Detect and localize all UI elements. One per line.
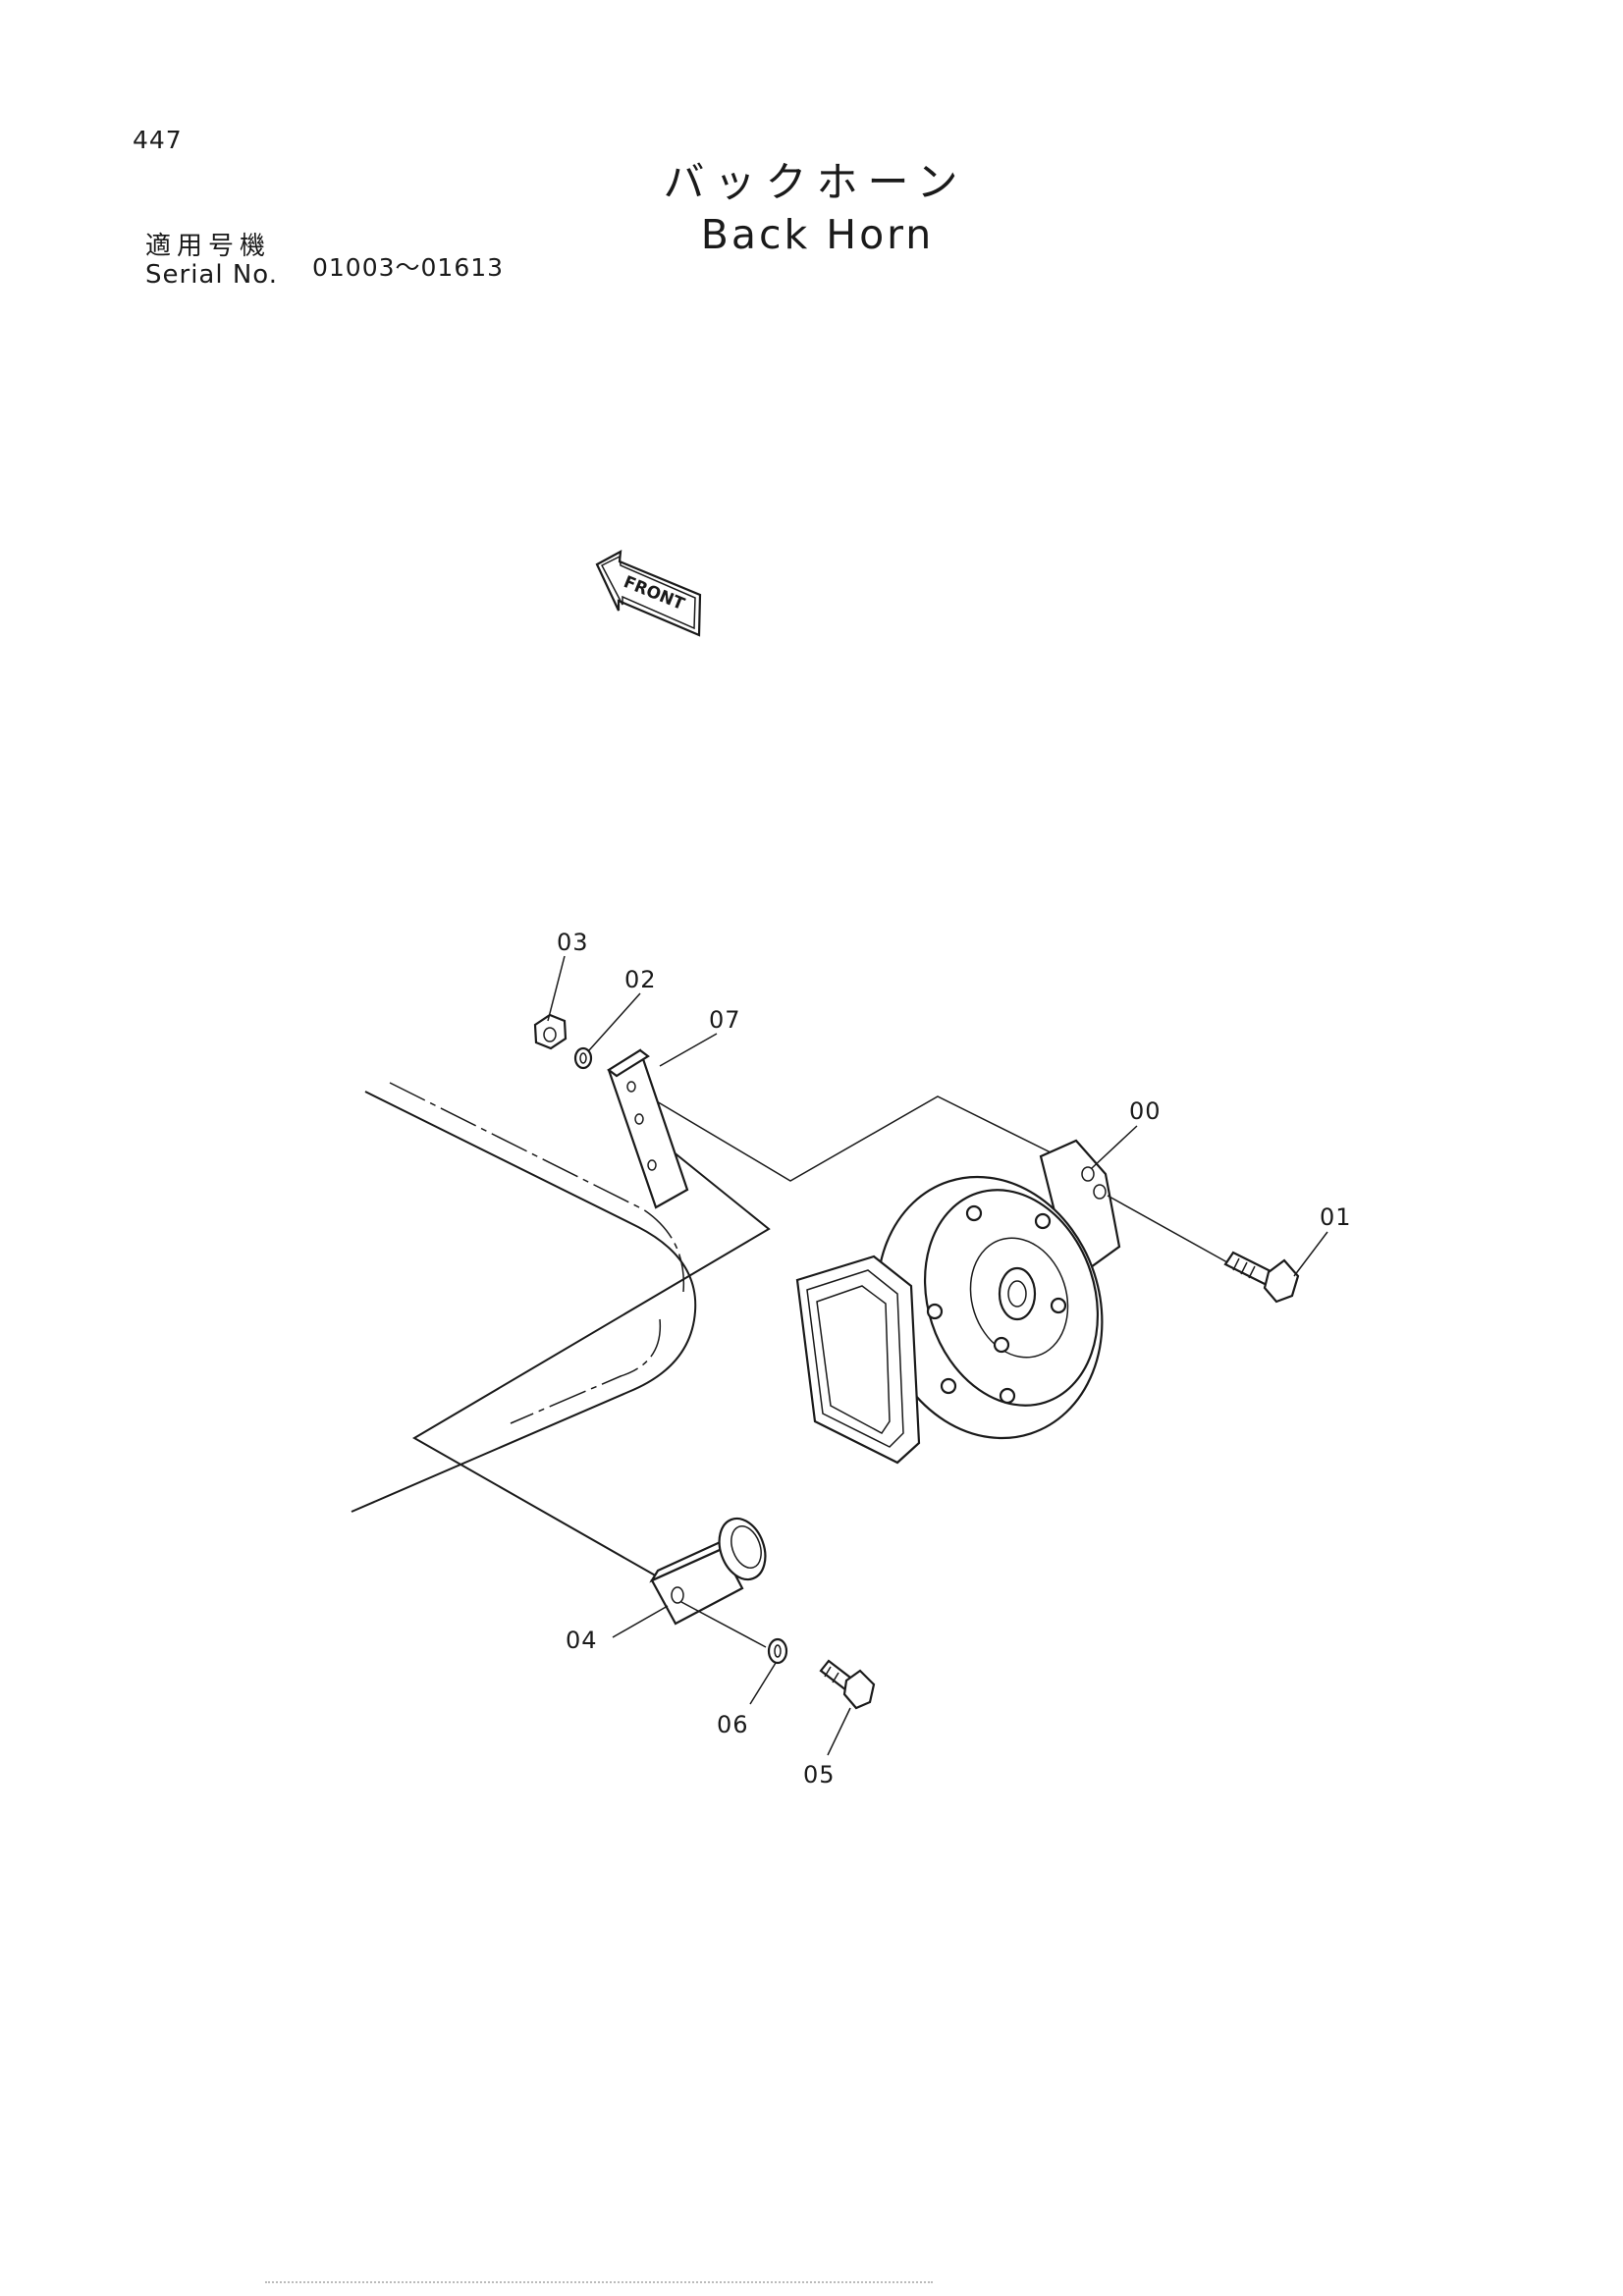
lock-washer-part [767, 1637, 788, 1665]
clamp-axis-line [680, 1601, 767, 1648]
page-number: 447 [133, 126, 183, 154]
bolt-axis-line [1107, 1195, 1228, 1263]
serial-number-range: 01003～01613 [312, 253, 505, 282]
bolt-part [1223, 1251, 1300, 1304]
callout-06: 06 [717, 1711, 749, 1738]
small-bolt-part [819, 1659, 876, 1710]
page-title-japanese: バックホーン [663, 158, 968, 206]
page-title-english: Back Horn [700, 211, 935, 258]
callout-01: 01 [1320, 1203, 1352, 1231]
front-arrow-icon: FRONT [595, 550, 702, 637]
callout-00: 00 [1129, 1097, 1162, 1125]
bracket-plate-part [607, 1048, 689, 1209]
callout-07: 07 [709, 1006, 741, 1034]
callout-04: 04 [566, 1627, 598, 1654]
washer-part [573, 1046, 593, 1070]
callout-03: 03 [557, 929, 589, 956]
mounting-plane-lines [412, 1113, 771, 1582]
callout-02: 02 [624, 966, 657, 993]
serial-number-label: 適用号機 Serial No. [145, 232, 278, 289]
clamp-bracket-part [649, 1517, 767, 1626]
nut-part [533, 1013, 568, 1050]
horn-part [795, 1139, 1121, 1465]
scan-edge-marks [265, 2281, 933, 2287]
callout-05: 05 [803, 1761, 836, 1789]
callout-leaders [547, 955, 1328, 1756]
horn-axis-line [639, 1091, 1071, 1182]
serial-label-english: Serial No. [145, 260, 278, 290]
serial-label-japanese: 適用号機 [145, 232, 272, 261]
